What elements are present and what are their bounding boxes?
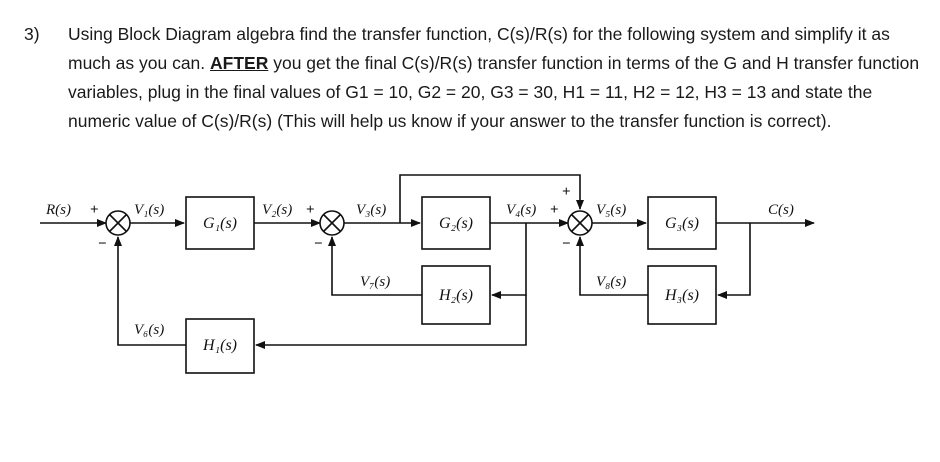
block-g2: G₂(s) bbox=[421, 196, 491, 250]
sj1-minus-sign: − bbox=[98, 236, 107, 252]
block-h3-label: H₃(s) bbox=[664, 287, 699, 304]
sj1-plus-sign: + bbox=[90, 202, 99, 218]
signal-v6-label: V₆(s) bbox=[134, 322, 164, 338]
summing-junction-3 bbox=[567, 210, 593, 236]
question-number: 3) bbox=[24, 24, 40, 44]
signal-v3-label: V₃(s) bbox=[356, 202, 386, 218]
question-emphasis: AFTER bbox=[210, 53, 269, 73]
question-text-after: you get the final C(s)/R(s) transfer fun… bbox=[68, 53, 920, 131]
block-h2-label: H₂(s) bbox=[438, 287, 473, 304]
wire-h3-to-sj3 bbox=[576, 236, 648, 296]
input-label: R(s) bbox=[45, 202, 71, 218]
sj3-plus-sign: + bbox=[550, 202, 559, 218]
signal-v1-label: V₁(s) bbox=[134, 202, 164, 218]
wire-c-to-h3 bbox=[717, 223, 751, 299]
signal-v4-label: V₄(s) bbox=[506, 202, 536, 218]
block-g3: G₃(s) bbox=[647, 196, 717, 250]
summing-junction-2 bbox=[319, 210, 345, 236]
signal-v5-label: V₅(s) bbox=[596, 202, 626, 218]
sj3-top-plus-sign: + bbox=[562, 184, 571, 200]
wire-v4-to-h2 bbox=[491, 223, 527, 299]
summing-junction-1 bbox=[105, 210, 131, 236]
sj2-plus-sign: + bbox=[306, 202, 315, 218]
output-label: C(s) bbox=[768, 202, 794, 218]
signal-v7-label: V₇(s) bbox=[360, 274, 390, 290]
wire-h1-to-sj1 bbox=[114, 236, 186, 346]
signal-v8-label: V₈(s) bbox=[596, 274, 626, 290]
question-body: Using Block Diagram algebra find the tra… bbox=[68, 20, 924, 136]
block-g3-label: G₃(s) bbox=[665, 215, 699, 232]
wire-h2-to-sj2 bbox=[328, 236, 422, 296]
question-text-before: Using Block Diagram algebra find the tra… bbox=[68, 24, 890, 73]
block-h1-label: H₁(s) bbox=[202, 337, 237, 354]
block-h1: H₁(s) bbox=[185, 318, 255, 374]
block-h3: H₃(s) bbox=[647, 265, 717, 325]
block-g1: G₁(s) bbox=[185, 196, 255, 250]
wire-feedforward-v3-to-sj3 bbox=[399, 174, 584, 223]
block-g2-label: G₂(s) bbox=[439, 215, 473, 232]
block-h2: H₂(s) bbox=[421, 265, 491, 325]
block-g1-label: G₁(s) bbox=[203, 215, 237, 232]
signal-v2-label: V₂(s) bbox=[262, 202, 292, 218]
sj3-minus-sign: − bbox=[562, 236, 571, 252]
wire-v4-to-h1 bbox=[255, 295, 527, 349]
question-text: 3) Using Block Diagram algebra find the … bbox=[24, 20, 924, 136]
sj2-minus-sign: − bbox=[314, 236, 323, 252]
